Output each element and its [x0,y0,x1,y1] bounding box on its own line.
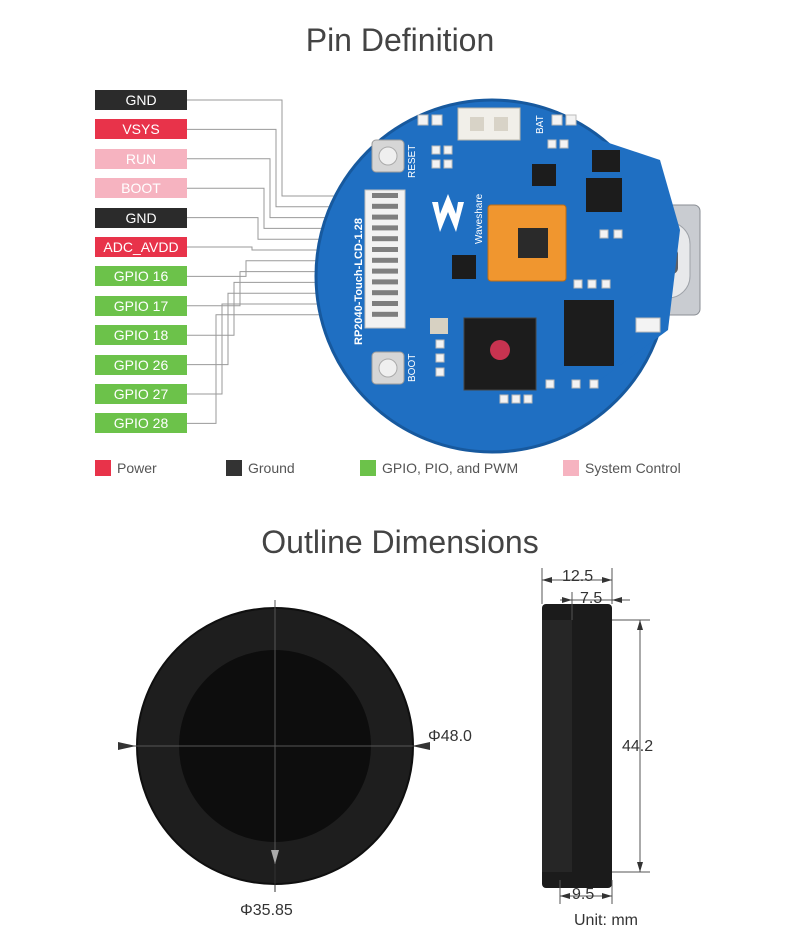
pin-leader-line [187,99,366,197]
depth-total-label: 12.5 [562,568,594,585]
depth-body-label: 7.5 [580,590,603,607]
pin-leader-lines [187,99,366,424]
connector-pin [372,236,398,242]
pin-label-run: RUN [95,148,187,169]
battery-connector [457,107,521,141]
connector-pin [372,268,398,274]
pin-leader-line [187,260,366,277]
legend-swatch [360,460,376,476]
legend-swatch [563,460,579,476]
pin-leader-line [187,187,366,229]
depth-bottom-label: 9.5 [572,886,595,903]
connector-pin [372,301,398,306]
pin-label-gpio-16: GPIO 16 [95,266,187,287]
board-brand-text: Waveshare [474,193,485,244]
reset-label: RESET [407,145,418,178]
waveshare-logo-icon [432,194,464,232]
connector-pin [372,290,398,296]
boot-label: BOOT [407,354,418,382]
pin-leader-line [187,303,366,395]
outer-diameter-label: Φ48.0 [428,728,472,745]
pin-leader-line [187,128,366,208]
inner-diameter-label: Φ35.85 [240,902,293,919]
connector-pin [372,257,398,263]
connector-pin [372,279,398,285]
pin-label-gpio-26: GPIO 26 [95,354,187,375]
pin-label-gpio-28: GPIO 28 [95,413,187,434]
pin-leader-line [187,158,366,219]
bat-label: BAT [535,115,546,134]
pcb-board: RP2040-Touch-LCD-1.28 Waveshare RESET BO… [314,98,701,454]
pin-leader-line [187,292,366,366]
pin-label-adc-avdd: ADC_AVDD [95,237,187,257]
pin-label-gpio-18: GPIO 18 [95,325,187,346]
legend-swatch [226,460,242,476]
pin-definition-title: Pin Definition [305,22,495,58]
board-model-text: RP2040-Touch-LCD-1.28 [353,218,365,345]
pin-leader-line [187,217,366,240]
connector-pin [372,193,398,198]
side-view [541,568,650,904]
connector-pin [372,225,398,231]
pin-leader-line [187,314,366,424]
pin-label-gnd: GND [95,90,187,110]
height-label: 44.2 [622,738,654,755]
pin-label-gnd: GND [95,207,187,228]
pin-label-gpio-17: GPIO 17 [95,295,187,316]
connector-pin [372,247,398,252]
connector-pin [372,214,398,220]
flash-chip [564,300,614,366]
pin-label-vsys: VSYS [95,119,187,140]
pin-leader-line [187,271,366,307]
outline-dimensions-title: Outline Dimensions [261,524,539,560]
pin-label-boot: BOOT [95,178,187,199]
front-view [118,600,430,892]
unit-label: Unit: mm [574,912,638,929]
pin-leader-line [187,281,366,336]
pin-leader-line [187,246,366,251]
legend-swatch [95,460,111,476]
connector-pin [372,203,398,209]
connector-pin [372,311,398,317]
pin-label-gpio-27: GPIO 27 [95,384,187,404]
